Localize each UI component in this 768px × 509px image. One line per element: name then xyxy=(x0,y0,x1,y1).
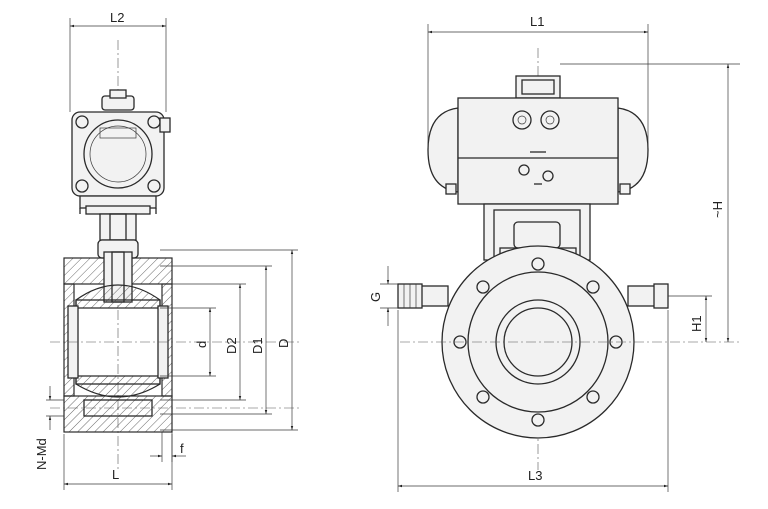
label-L2: L2 xyxy=(110,10,124,25)
label-G: G xyxy=(368,292,383,302)
side-section-view: L2 d D2 D1 D N-Md xyxy=(34,10,300,490)
explosion-proof-actuator xyxy=(71,89,171,214)
label-f: f xyxy=(180,441,184,456)
dim-L2: L2 xyxy=(69,10,167,112)
dim-H: ~H xyxy=(560,63,740,342)
label-H: ~H xyxy=(710,201,725,218)
dim-N-Md: N-Md xyxy=(34,386,64,470)
label-L3: L3 xyxy=(528,468,542,483)
valve-body-section xyxy=(50,251,300,433)
label-D1: D1 xyxy=(250,337,265,354)
dim-G: G xyxy=(368,266,398,326)
label-d: d xyxy=(194,341,209,348)
dim-f: f xyxy=(150,432,186,462)
label-L1: L1 xyxy=(530,14,544,29)
label-N-Md: N-Md xyxy=(34,438,49,470)
dim-L: L xyxy=(63,434,173,490)
label-H1: H1 xyxy=(689,315,704,332)
front-view: L1 ~H H1 G L3 xyxy=(368,14,740,492)
label-L: L xyxy=(112,467,119,482)
label-D: D xyxy=(276,339,291,348)
label-D2: D2 xyxy=(224,337,239,354)
flange-face xyxy=(400,245,740,439)
dim-diameters: d D2 D1 D xyxy=(160,249,298,431)
pneumatic-actuator xyxy=(427,75,649,205)
bracket-and-stem xyxy=(85,205,151,259)
side-fittings xyxy=(397,283,669,309)
dim-H1: H1 xyxy=(668,295,712,342)
dim-L1: L1 xyxy=(427,14,649,148)
dim-L3: L3 xyxy=(397,310,669,492)
bolt-holes xyxy=(453,257,623,427)
